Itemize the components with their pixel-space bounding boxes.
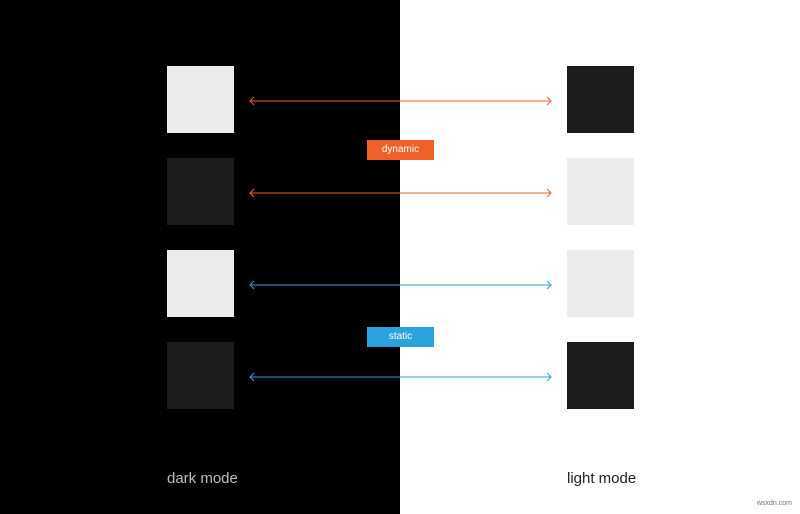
light-mode-label: light mode: [567, 470, 637, 487]
dark-mode-swatch-2: [167, 158, 234, 225]
watermark: wsxdn.com: [756, 500, 792, 507]
light-mode-swatch-1: [567, 66, 634, 133]
light-mode-swatch-2: [567, 158, 634, 225]
light-mode-swatch-4: [567, 342, 634, 409]
static-label: static: [367, 327, 434, 347]
double-arrow-icon-dynamic-1: [249, 96, 552, 106]
dark-mode-swatch-4: [167, 342, 234, 409]
dark-mode-label: dark mode: [167, 470, 238, 487]
double-arrow-icon-dynamic-2: [249, 188, 552, 198]
double-arrow-icon-static-2: [249, 372, 552, 382]
dark-mode-swatch-3: [167, 250, 234, 317]
double-arrow-icon-static-1: [249, 280, 552, 290]
dark-mode-swatch-1: [167, 66, 234, 133]
dynamic-label: dynamic: [367, 140, 434, 160]
light-mode-swatch-3: [567, 250, 634, 317]
